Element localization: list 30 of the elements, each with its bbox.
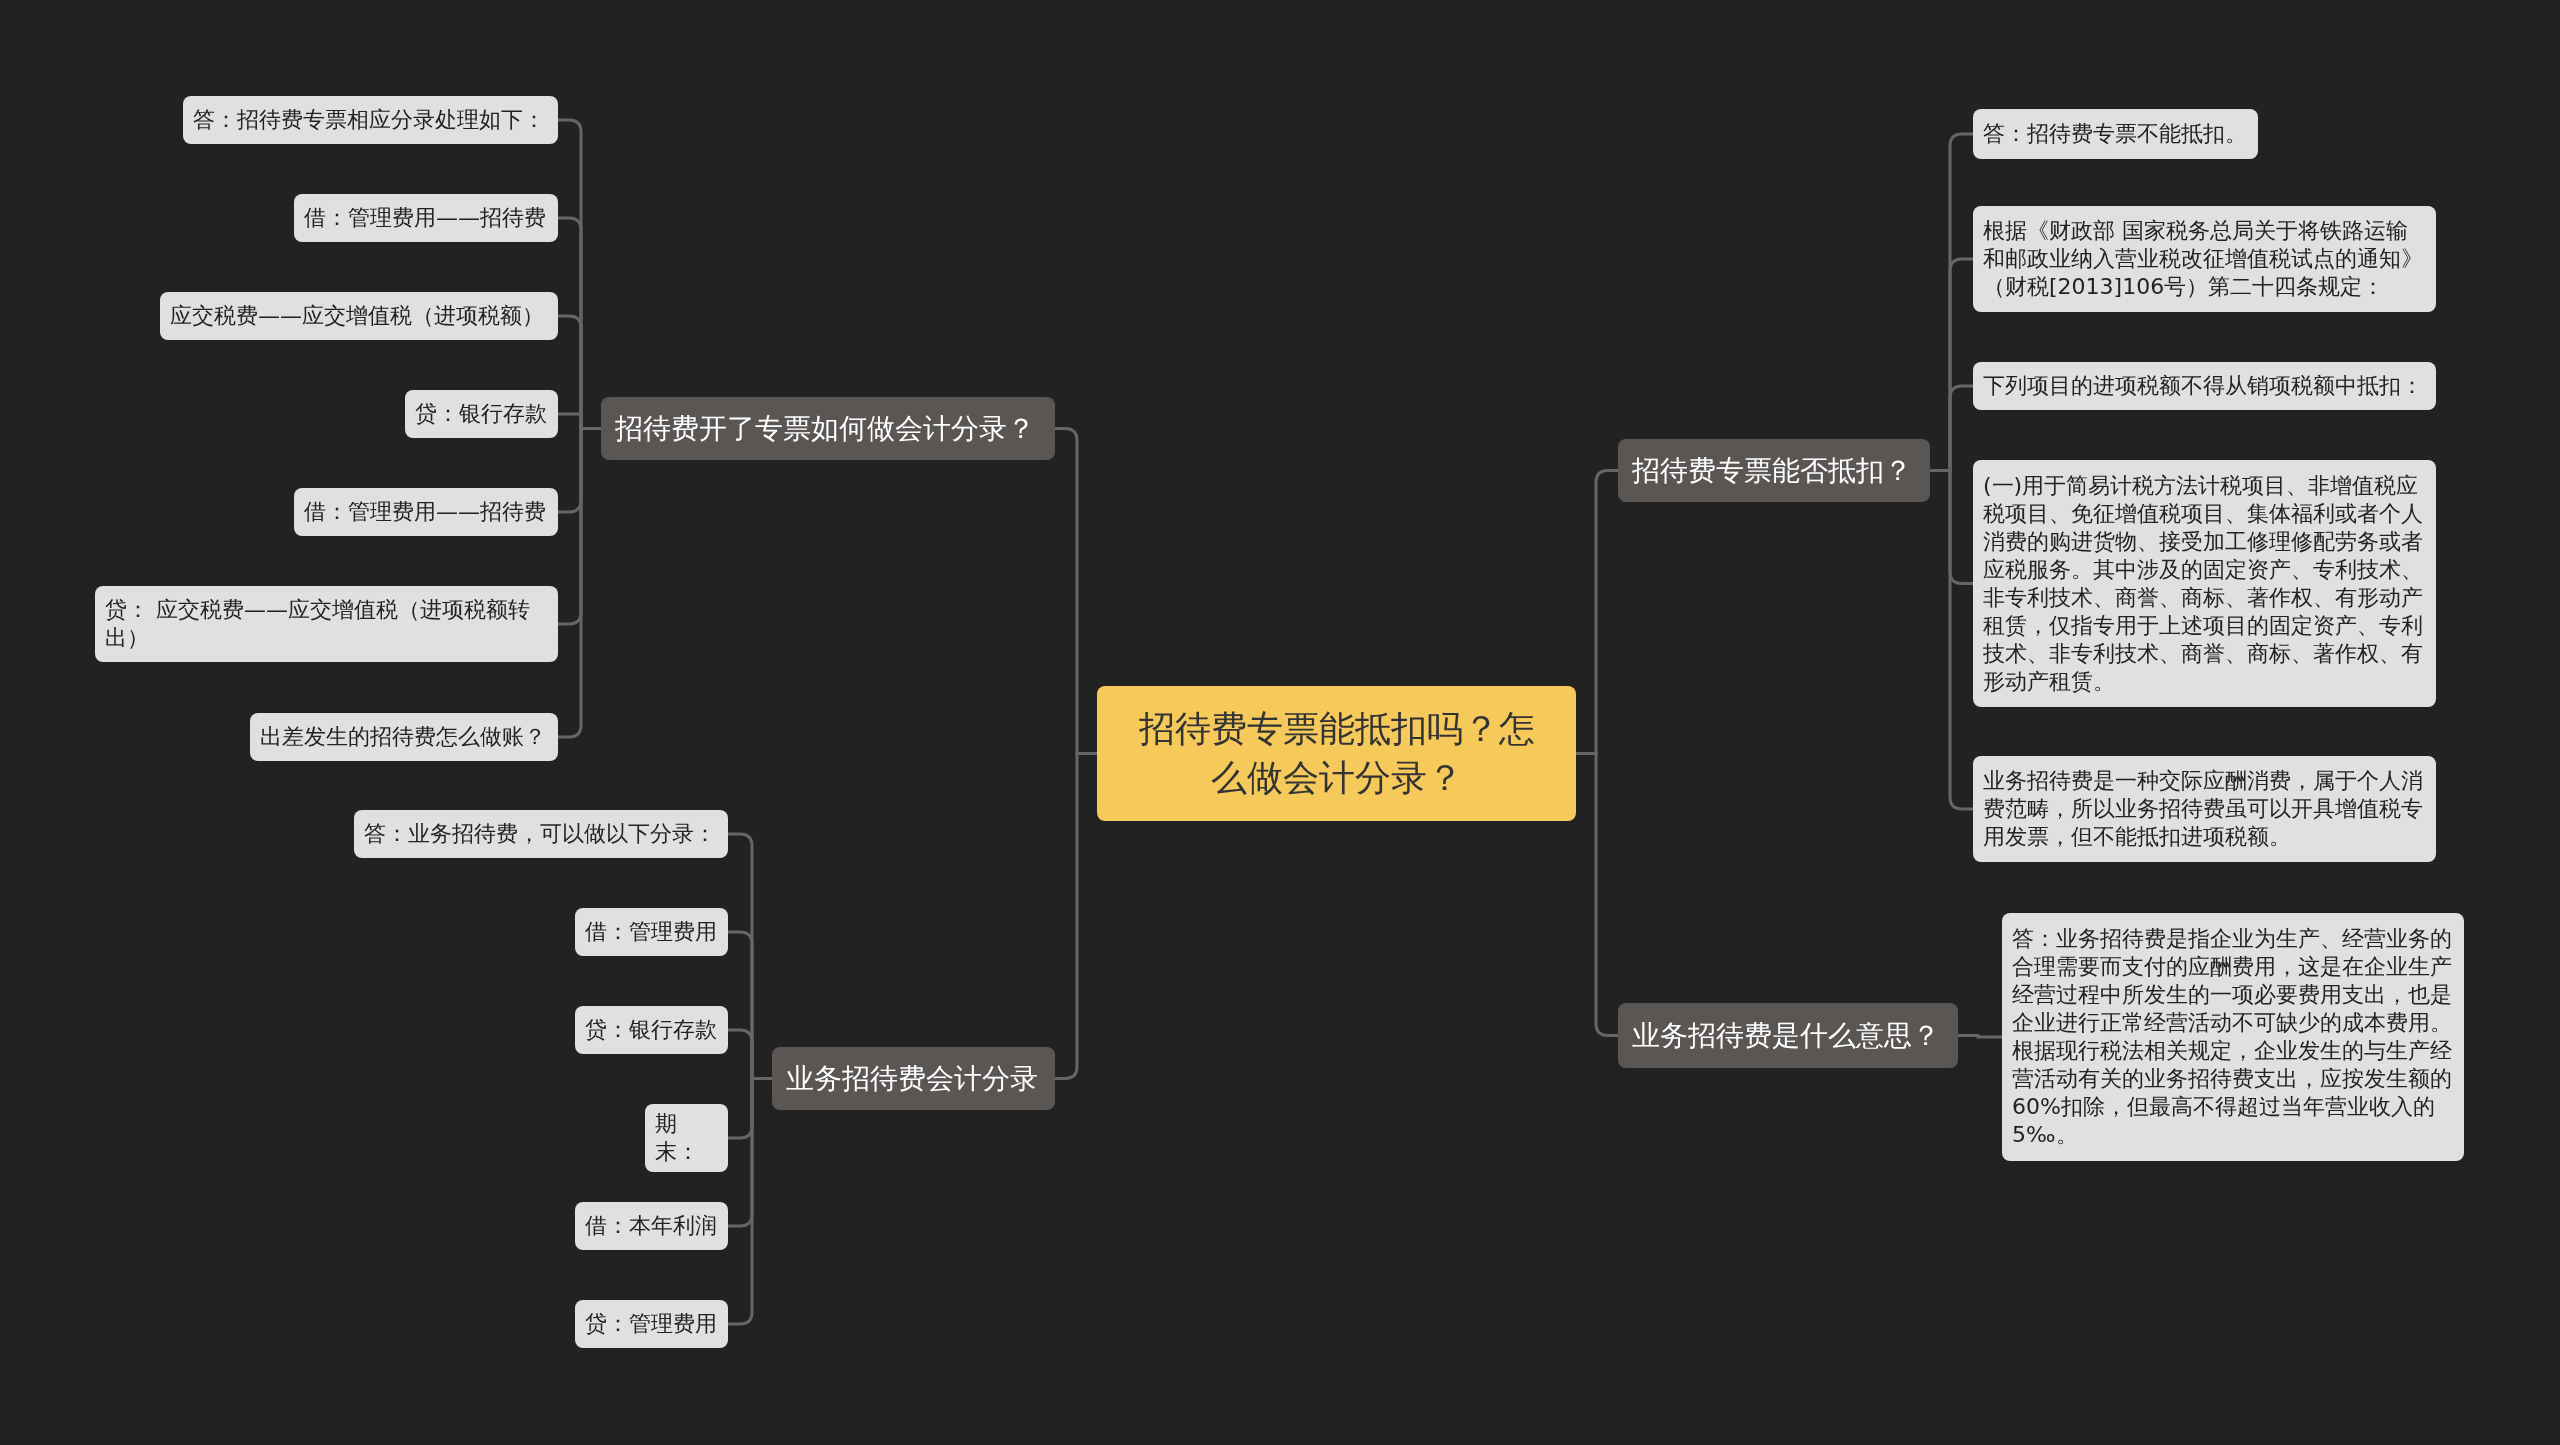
note-box: (一)用于简易计税方法计税项目、非增值税应税项目、免征增值税项目、集体福利或者个人消费的购进货物、接受加工修理修配劳务或者应税服务。其中涉及的固定资产、专利技术、非专利技术、商誉、商标、著作权、有形动产租赁，仅指专用于上述项目的固定资产、专利技术、非专利技术、商誉、商标、著作权、有形动产租赁。: [1973, 460, 2436, 707]
note-box: 答：招待费专票相应分录处理如下：: [183, 96, 558, 144]
connector-line: [728, 1077, 772, 1326]
topic-box: 招待费开了专票如何做会计分录？: [601, 397, 1055, 460]
connector-line: [1930, 469, 1973, 811]
note-box: 贷：管理费用: [575, 1300, 728, 1348]
note-box: 答：招待费专票不能抵扣。: [1973, 109, 2258, 159]
note-box: 根据《财政部 国家税务总局关于将铁路运输和邮政业纳入营业税改征增值税试点的通知》（财税[2013]106号）第二十四条规定：: [1973, 206, 2436, 312]
note-box: 业务招待费是一种交际应酬消费，属于个人消费范畴，所以业务招待费虽可以开具增值税专用发票，但不能抵扣进项税额。: [1973, 756, 2436, 862]
note-box: 下列项目的进项税额不得从销项税额中抵扣：: [1973, 362, 2436, 410]
topic-box: 招待费专票能否抵扣？: [1618, 439, 1930, 502]
topic-box: 业务招待费会计分录: [772, 1047, 1055, 1110]
connector-line: [558, 427, 601, 739]
note-box: 期末：: [645, 1104, 728, 1172]
note-box: 贷：银行存款: [405, 390, 558, 438]
note-box: 答：业务招待费，可以做以下分录：: [354, 810, 728, 858]
note-box: 借：管理费用: [575, 908, 728, 956]
note-box: 借：管理费用——招待费: [294, 194, 558, 242]
note-box: 应交税费——应交增值税（进项税额）: [160, 292, 558, 340]
topic-box: 业务招待费是什么意思？: [1618, 1003, 1958, 1068]
central-topic-box: 招待费专票能抵扣吗？怎么做会计分录？: [1097, 686, 1576, 821]
note-box: 答：业务招待费是指企业为生产、经营业务的合理需要而支付的应酬费用，这是在企业生产经营过程中所发生的一项必要费用支出，也是企业进行正常经营活动不可缺少的成本费用。根据现行税法相关规定，企业发生的与生产经营活动有关的业务招待费支出，应按发生额的60%扣除，但最高不得超过当年营业收入的5‰。: [2002, 913, 2464, 1161]
connector-line: [1576, 752, 1618, 1037]
note-box: 贷：银行存款: [575, 1006, 728, 1054]
connector-line: [1958, 1034, 2002, 1039]
note-box: 借：管理费用——招待费: [294, 488, 558, 536]
note-box: 借：本年利润: [575, 1202, 728, 1250]
connector-line: [1055, 752, 1097, 1080]
note-box: 贷： 应交税费——应交增值税（进项税额转出）: [95, 586, 558, 662]
note-box: 出差发生的招待费怎么做账？: [250, 713, 558, 761]
